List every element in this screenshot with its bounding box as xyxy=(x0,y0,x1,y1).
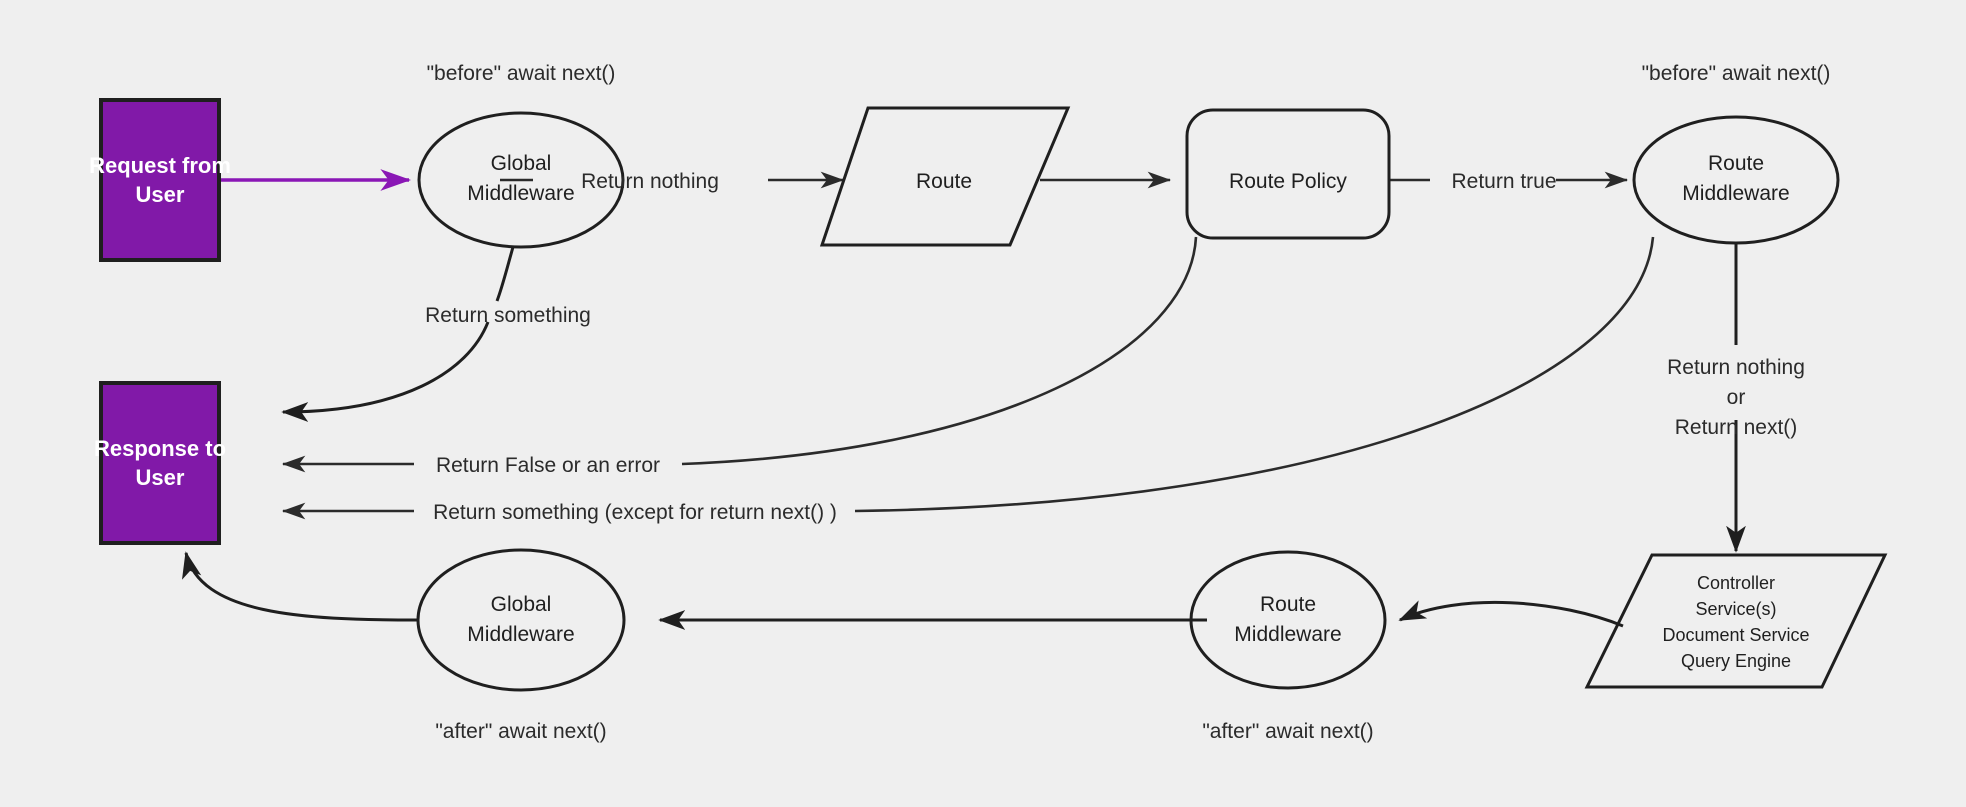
label-return-nothing-or-next-1: Return nothing xyxy=(1667,356,1805,379)
edge-global-middleware-bottom-to-response xyxy=(182,551,418,622)
edge-route-middleware-to-response xyxy=(281,236,1655,520)
label-before-await-next-right: "before" await next() xyxy=(1642,62,1831,85)
response-to-user-line2: User xyxy=(136,465,185,490)
route-policy-label: Route Policy xyxy=(1229,170,1347,193)
node-response-to-user[interactable]: Response to User xyxy=(94,381,226,545)
label-return-nothing: Return nothing xyxy=(581,170,719,193)
node-global-middleware-bottom[interactable]: Global Middleware xyxy=(416,548,626,692)
edge-global-middleware-to-response xyxy=(281,246,515,422)
node-route-middleware-top[interactable]: Route Middleware xyxy=(1632,115,1840,245)
label-return-true: Return true xyxy=(1451,170,1556,193)
global-middleware-bottom-line1: Global xyxy=(491,593,552,616)
controller-stack-line2: Service(s) xyxy=(1695,599,1776,619)
edge-controller-to-route-middleware-bottom xyxy=(1398,600,1624,628)
label-after-await-next-left: "after" await next() xyxy=(435,720,606,743)
node-global-middleware-top[interactable]: Global Middleware xyxy=(417,111,625,249)
global-middleware-top-line1: Global xyxy=(491,152,552,175)
node-controller-stack[interactable]: Controller Service(s) Document Service Q… xyxy=(1584,553,1888,689)
request-from-user-line1: Request from xyxy=(89,153,231,178)
label-return-nothing-or-next-2: or xyxy=(1727,386,1746,409)
route-middleware-bottom-line2: Middleware xyxy=(1234,623,1341,646)
global-middleware-bottom-line2: Middleware xyxy=(467,623,574,646)
label-before-await-next-left: "before" await next() xyxy=(427,62,616,85)
node-route-policy[interactable]: Route Policy xyxy=(1185,108,1391,240)
node-route[interactable]: Route xyxy=(819,106,1071,247)
response-to-user-line1: Response to xyxy=(94,436,226,461)
route-label: Route xyxy=(916,170,972,193)
route-middleware-bottom-line1: Route xyxy=(1260,593,1316,616)
label-return-something-top: Return something xyxy=(425,304,591,327)
controller-stack-line3: Document Service xyxy=(1662,625,1809,645)
controller-stack-line1: Controller xyxy=(1697,573,1775,593)
route-middleware-top-line2: Middleware xyxy=(1682,182,1789,205)
controller-stack-line4: Query Engine xyxy=(1681,651,1791,671)
edge-route-policy-to-response xyxy=(281,236,1198,473)
global-middleware-top-line2: Middleware xyxy=(467,182,574,205)
label-return-something-except: Return something (except for return next… xyxy=(433,501,837,524)
node-route-middleware-bottom[interactable]: Route Middleware xyxy=(1189,550,1387,690)
request-from-user-line2: User xyxy=(136,182,185,207)
label-return-false-or-error: Return False or an error xyxy=(436,454,660,477)
node-request-from-user[interactable]: Request from User xyxy=(89,98,231,262)
label-after-await-next-right: "after" await next() xyxy=(1202,720,1373,743)
route-middleware-top-line1: Route xyxy=(1708,152,1764,175)
label-return-nothing-or-next-3: Return next() xyxy=(1675,416,1798,439)
